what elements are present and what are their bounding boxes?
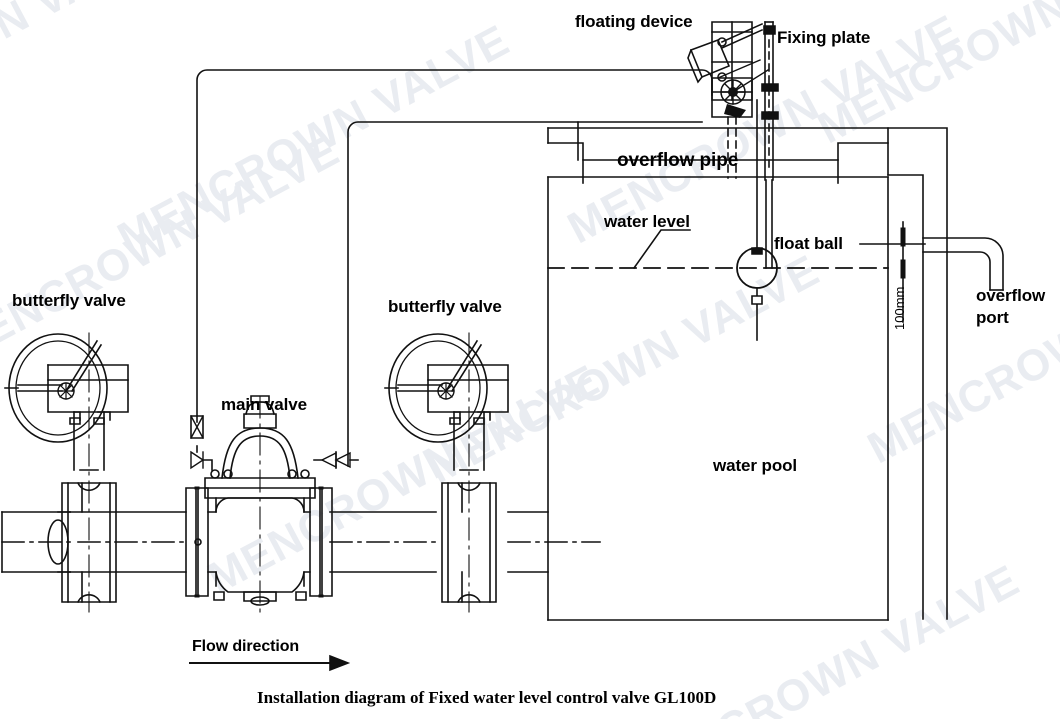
butterfly-valve-right <box>384 332 509 613</box>
control-tubing-outer <box>196 69 713 423</box>
floating-device <box>687 21 769 179</box>
water-level-leader <box>632 229 691 270</box>
label-overflow-port-line1: overflow <box>976 286 1046 305</box>
main-valve <box>185 395 333 613</box>
label-main-valve: main valve <box>221 395 307 414</box>
label-butterfly-valve-right: butterfly valve <box>388 297 502 316</box>
label-overflow-pipe: overflow pipe <box>617 150 739 171</box>
water-pool-structure <box>547 127 948 621</box>
label-water-level: water level <box>604 212 690 231</box>
label-overflow-port-line2: port <box>976 308 1009 327</box>
label-dimension-100mm: 100mm <box>892 286 907 330</box>
overflow-port-pipe <box>922 237 1004 291</box>
float-ball-assembly <box>736 99 778 341</box>
label-floating-device: floating device <box>575 12 693 31</box>
label-butterfly-valve-left: butterfly valve <box>12 291 126 310</box>
main-pipeline <box>1 511 601 573</box>
butterfly-valve-left <box>4 332 129 613</box>
fixing-plate <box>761 21 779 269</box>
tubing-fittings <box>190 415 359 471</box>
control-tubing-inner <box>347 121 703 467</box>
label-flow-direction: Flow direction <box>192 638 300 655</box>
diagram-caption: Installation diagram of Fixed water leve… <box>257 688 717 707</box>
label-float-ball: float ball <box>774 234 843 253</box>
label-fixing-plate: Fixing plate <box>777 28 871 47</box>
flow-direction-arrow <box>189 654 351 672</box>
label-water-pool: water pool <box>713 456 798 475</box>
